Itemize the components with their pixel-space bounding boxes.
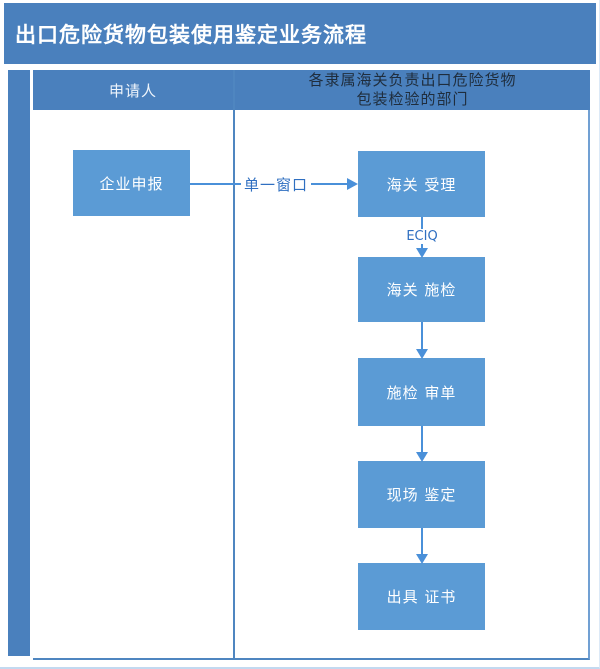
connector-line-vertical-4 — [421, 528, 423, 555]
lane-header-customs-line1: 各隶属海关负责出口危险货物 — [308, 71, 517, 89]
arrow-down-icon — [416, 248, 428, 258]
lane-header-customs: 各隶属海关负责出口危险货物 包装检验的部门 — [235, 70, 590, 110]
lane-divider — [233, 70, 235, 660]
connector-line-vertical-2 — [421, 322, 423, 350]
flow-box-issue-certificate: 出具 证书 — [358, 563, 485, 630]
flow-box-inspection-document-review: 施检 审单 — [358, 358, 485, 426]
lane-header-customs-line2: 包装检验的部门 — [356, 90, 469, 108]
arrow-right-icon — [347, 178, 358, 190]
flow-box-customs-acceptance: 海关 受理 — [358, 151, 485, 217]
arrow-down-icon — [416, 452, 428, 462]
flow-box-onsite-appraisal: 现场 鉴定 — [358, 461, 485, 528]
swimlane-side-strip — [8, 70, 30, 656]
connector-label-eciq: ECIQ — [402, 229, 442, 244]
arrow-down-icon — [416, 349, 428, 359]
lane-header-applicant: 申请人 — [33, 70, 233, 110]
swimlane-body: 申请人 各隶属海关负责出口危险货物 包装检验的部门 — [33, 70, 590, 660]
page-title: 出口危险货物包装使用鉴定业务流程 — [4, 3, 596, 64]
flow-box-enterprise-declaration: 企业申报 — [73, 150, 190, 216]
arrow-down-icon — [416, 554, 428, 564]
flow-box-customs-inspection: 海关 施检 — [358, 257, 485, 322]
connector-line-vertical-3 — [421, 426, 423, 453]
connector-label-single-window: 单一窗口 — [241, 174, 311, 195]
